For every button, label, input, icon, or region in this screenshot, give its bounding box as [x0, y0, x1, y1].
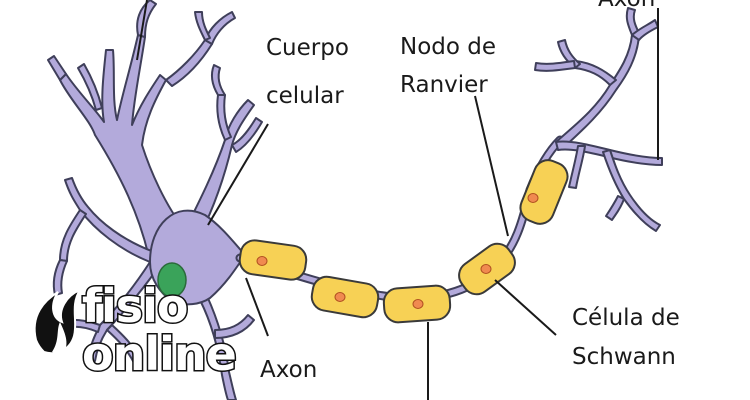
schwann-cell	[519, 159, 569, 225]
schwann-nuclei	[256, 193, 539, 309]
cell-body-label-line1: Cuerpo	[266, 35, 349, 61]
node-of-ranvier-leader-line	[474, 95, 509, 237]
schwann-cells	[238, 159, 569, 324]
leader-lines	[136, 0, 659, 400]
axon-bottom-leader-line	[245, 277, 269, 337]
node-of-ranvier-label-line1: Nodo de	[400, 34, 496, 60]
schwann-label-line2: Schwann	[572, 344, 676, 370]
flame-icon	[33, 287, 83, 356]
axon-terminals	[534, 7, 663, 232]
cell-nucleus	[157, 262, 187, 298]
schwann-leader-line	[494, 279, 557, 336]
watermark-line2: online	[82, 327, 236, 381]
labels: Cuerpo celular Nodo de Ranvier Célula de…	[260, 0, 680, 383]
axon-bottom-label: Axon	[260, 357, 317, 383]
cell-body-label-line2: celular	[266, 83, 344, 109]
node-of-ranvier-label-line2: Ranvier	[400, 72, 488, 98]
axon-top-label: Axon	[598, 0, 655, 12]
cell-body-leader-line	[207, 123, 269, 226]
schwann-cell	[238, 239, 308, 281]
watermark-logo: fisio online	[33, 278, 238, 383]
dendrites	[47, 0, 263, 400]
watermark-line1: fisio	[82, 279, 188, 333]
top-left-leader-line	[136, 0, 148, 61]
schwann-label-line1: Célula de	[572, 305, 680, 331]
